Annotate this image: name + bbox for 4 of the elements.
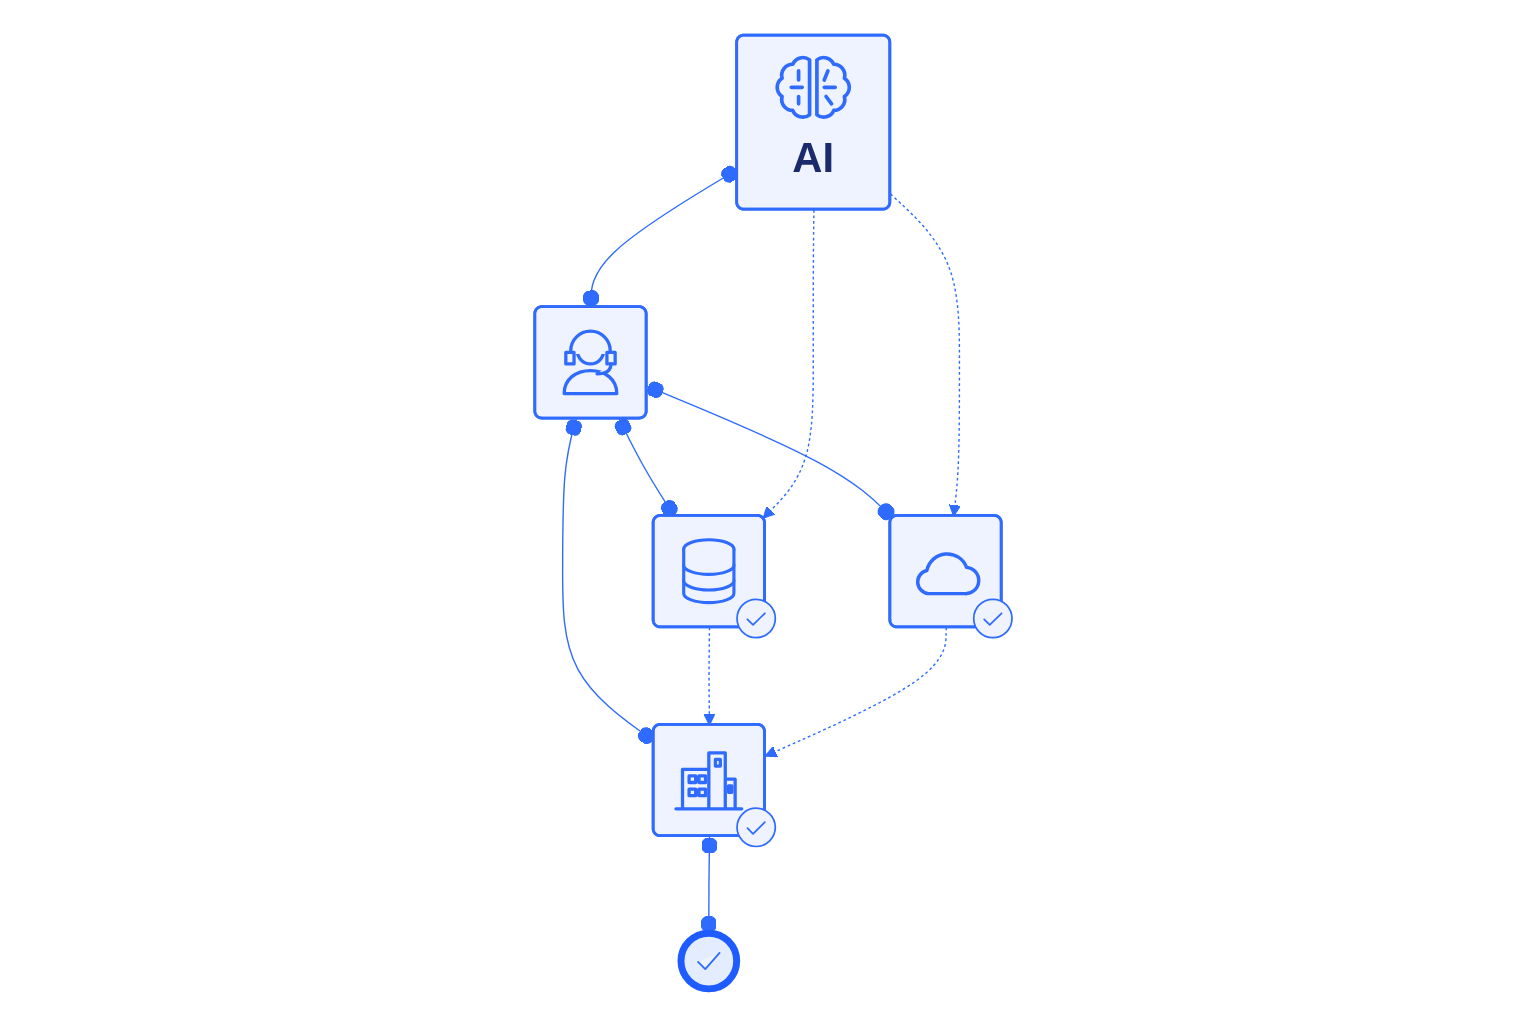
- arrow: [764, 626, 947, 758]
- connector: [646, 381, 895, 521]
- node-circle: [677, 929, 741, 993]
- arrow: [762, 209, 815, 519]
